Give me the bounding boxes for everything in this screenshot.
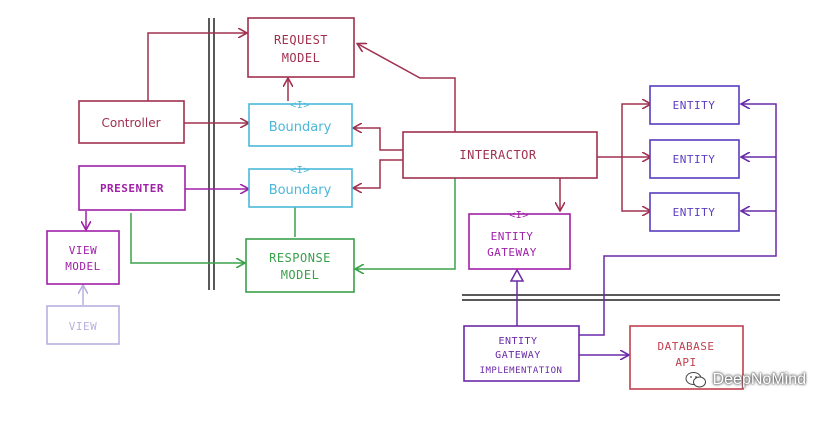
database-api-label-2: API: [675, 356, 696, 369]
node-entity-1: ENTITY: [649, 85, 740, 125]
arrow-impl-entities: [579, 104, 777, 336]
node-boundary-top: <I> Boundary: [248, 100, 353, 147]
presenter-label: PRESENTER: [100, 182, 164, 195]
node-view-model: VIEW MODEL: [46, 230, 120, 285]
gateway-impl-label-2: GATEWAY: [495, 350, 541, 361]
arrow-interactor-request: [358, 44, 456, 132]
node-entity-2: ENTITY: [649, 139, 740, 179]
entity-2-label: ENTITY: [673, 153, 716, 166]
view-label: VIEW: [69, 320, 98, 333]
gateway-impl-label-3: IMPLEMENTATION: [480, 366, 563, 376]
connectors: [83, 33, 777, 355]
node-entity-3: ENTITY: [649, 192, 740, 232]
boundary-lines: [208, 18, 780, 301]
arrow-interactor-boundary-bottom: [354, 159, 403, 188]
boundary-bottom-label: Boundary: [269, 183, 332, 198]
interactor-label: INTERACTOR: [459, 148, 537, 162]
entity-1-label: ENTITY: [673, 99, 716, 112]
arrow-interactor-entity-3: [621, 157, 650, 211]
node-presenter: PRESENTER: [78, 165, 186, 211]
controller-label: Controller: [101, 116, 160, 130]
request-model-label-1: REQUEST: [274, 33, 328, 47]
database-api-label-1: DATABASE: [658, 340, 715, 353]
node-interactor: INTERACTOR: [402, 131, 598, 179]
node-controller: Controller: [78, 100, 185, 144]
entity-gateway-label-1: ENTITY: [491, 230, 534, 243]
entity-gateway-marker: <I>: [509, 210, 529, 221]
entity-gateway-label-2: GATEWAY: [487, 246, 537, 259]
boundary-bottom-marker: <I>: [290, 165, 310, 176]
node-entity-gateway: <I> ENTITY GATEWAY: [468, 210, 571, 270]
response-model-label-1: RESPONSE: [269, 251, 331, 265]
node-boundary-bottom: <I> Boundary: [248, 165, 353, 208]
node-entity-gateway-impl: ENTITY GATEWAY IMPLEMENTATION: [463, 325, 580, 382]
node-response-model: RESPONSE MODEL: [245, 238, 355, 293]
watermark: DeepNoMind: [685, 371, 806, 389]
node-request-model: REQUEST MODEL: [247, 17, 355, 78]
response-model-label-2: MODEL: [281, 268, 320, 282]
node-view: VIEW: [46, 305, 120, 345]
boundary-top-label: Boundary: [269, 120, 332, 135]
entity-3-label: ENTITY: [673, 206, 716, 219]
arrow-controller-request: [147, 33, 246, 101]
arrow-interactor-entity-1: [621, 104, 650, 157]
request-model-label-2: MODEL: [282, 51, 321, 65]
view-model-label-2: MODEL: [65, 260, 101, 273]
gateway-impl-label-1: ENTITY: [498, 336, 537, 347]
view-model-label-1: VIEW: [69, 244, 98, 257]
arrow-presenter-response: [130, 213, 244, 263]
boundary-top-marker: <I>: [290, 100, 310, 111]
wechat-icon: [685, 372, 706, 388]
arrow-interactor-response: [356, 178, 456, 269]
watermark-text: DeepNoMind: [712, 371, 806, 388]
arrow-interactor-boundary-top: [354, 128, 403, 151]
